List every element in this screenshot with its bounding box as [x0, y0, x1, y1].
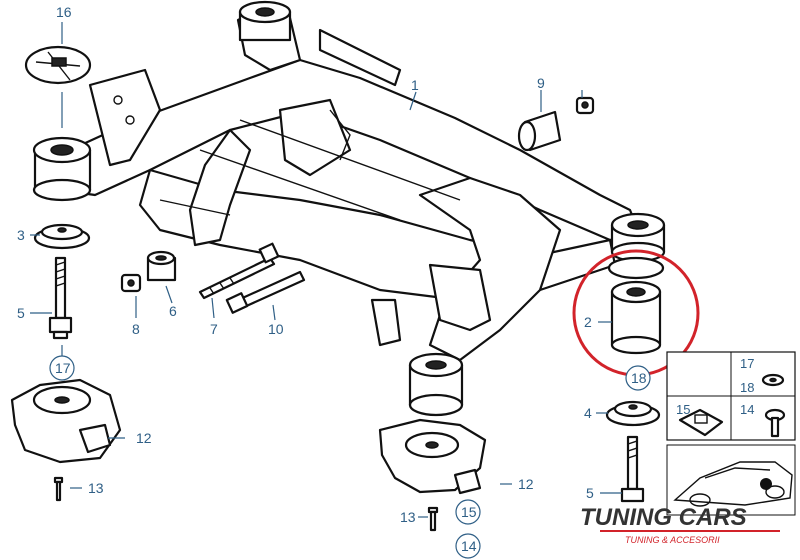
label-13-center: 13 [400, 509, 416, 525]
frame-bush-left [32, 136, 92, 202]
part-16-cover-plate [24, 45, 92, 85]
part-9-bush [517, 110, 562, 152]
part-10-bolt [225, 270, 306, 314]
label-14-circled: 14 [461, 538, 477, 554]
label-6: 6 [169, 303, 177, 319]
label-2: 2 [584, 314, 592, 330]
tuning-cars-logo: TUNING CARS TUNING & ACCESORII [580, 504, 780, 545]
label-16: 16 [56, 4, 72, 20]
label-1: 1 [411, 77, 419, 93]
label-ring-17 [49, 355, 75, 381]
part-8-nut [120, 273, 142, 293]
part-5-bolt-left [48, 256, 73, 340]
part-4-washer [605, 400, 661, 427]
part-2-rear-bush-highlighted [607, 256, 665, 355]
label-12-center: 12 [518, 476, 534, 492]
label-8: 8 [132, 321, 140, 337]
label-18-circled: 18 [631, 370, 647, 386]
label-12-left: 12 [136, 430, 152, 446]
label-17-inset: 17 [740, 356, 754, 371]
part-13-screw-left [53, 476, 64, 502]
label-5-left: 5 [17, 305, 25, 321]
frame-bush-top [238, 0, 292, 42]
label-17-circled: 17 [55, 360, 71, 376]
label-13-left: 13 [88, 480, 104, 496]
label-7: 7 [210, 321, 218, 337]
label-ring-15 [455, 499, 481, 525]
part-7-threaded-bolt [198, 242, 280, 300]
part-6-small-bush [146, 250, 177, 282]
label-4: 4 [584, 405, 592, 421]
label-5-right: 5 [586, 485, 594, 501]
label-ring-18 [625, 365, 651, 391]
part-9-nut [575, 96, 595, 115]
rear-subframe [58, 4, 642, 362]
part-12-mount-center [378, 418, 487, 495]
label-9: 9 [537, 75, 545, 91]
frame-bush-bottom [408, 352, 464, 417]
label-10: 10 [268, 321, 284, 337]
logo-brand-text: TUNING CARS [580, 504, 747, 531]
part-3-washer [33, 223, 91, 250]
car-outline-icon [666, 444, 796, 516]
logo-tagline: TUNING & ACCESORII [625, 535, 720, 545]
label-14-inset: 14 [740, 402, 754, 417]
label-15-circled: 15 [461, 504, 477, 520]
label-3: 3 [17, 227, 25, 243]
part-5-bolt-right [620, 435, 645, 503]
label-15-inset: 15 [676, 402, 690, 417]
label-18-inset: 18 [740, 380, 754, 395]
leader-lines [30, 22, 622, 518]
part-13-screw-center [427, 506, 439, 532]
detail-inset-box [666, 351, 796, 441]
part-12-mount-left [10, 378, 122, 464]
label-ring-14 [455, 533, 481, 559]
